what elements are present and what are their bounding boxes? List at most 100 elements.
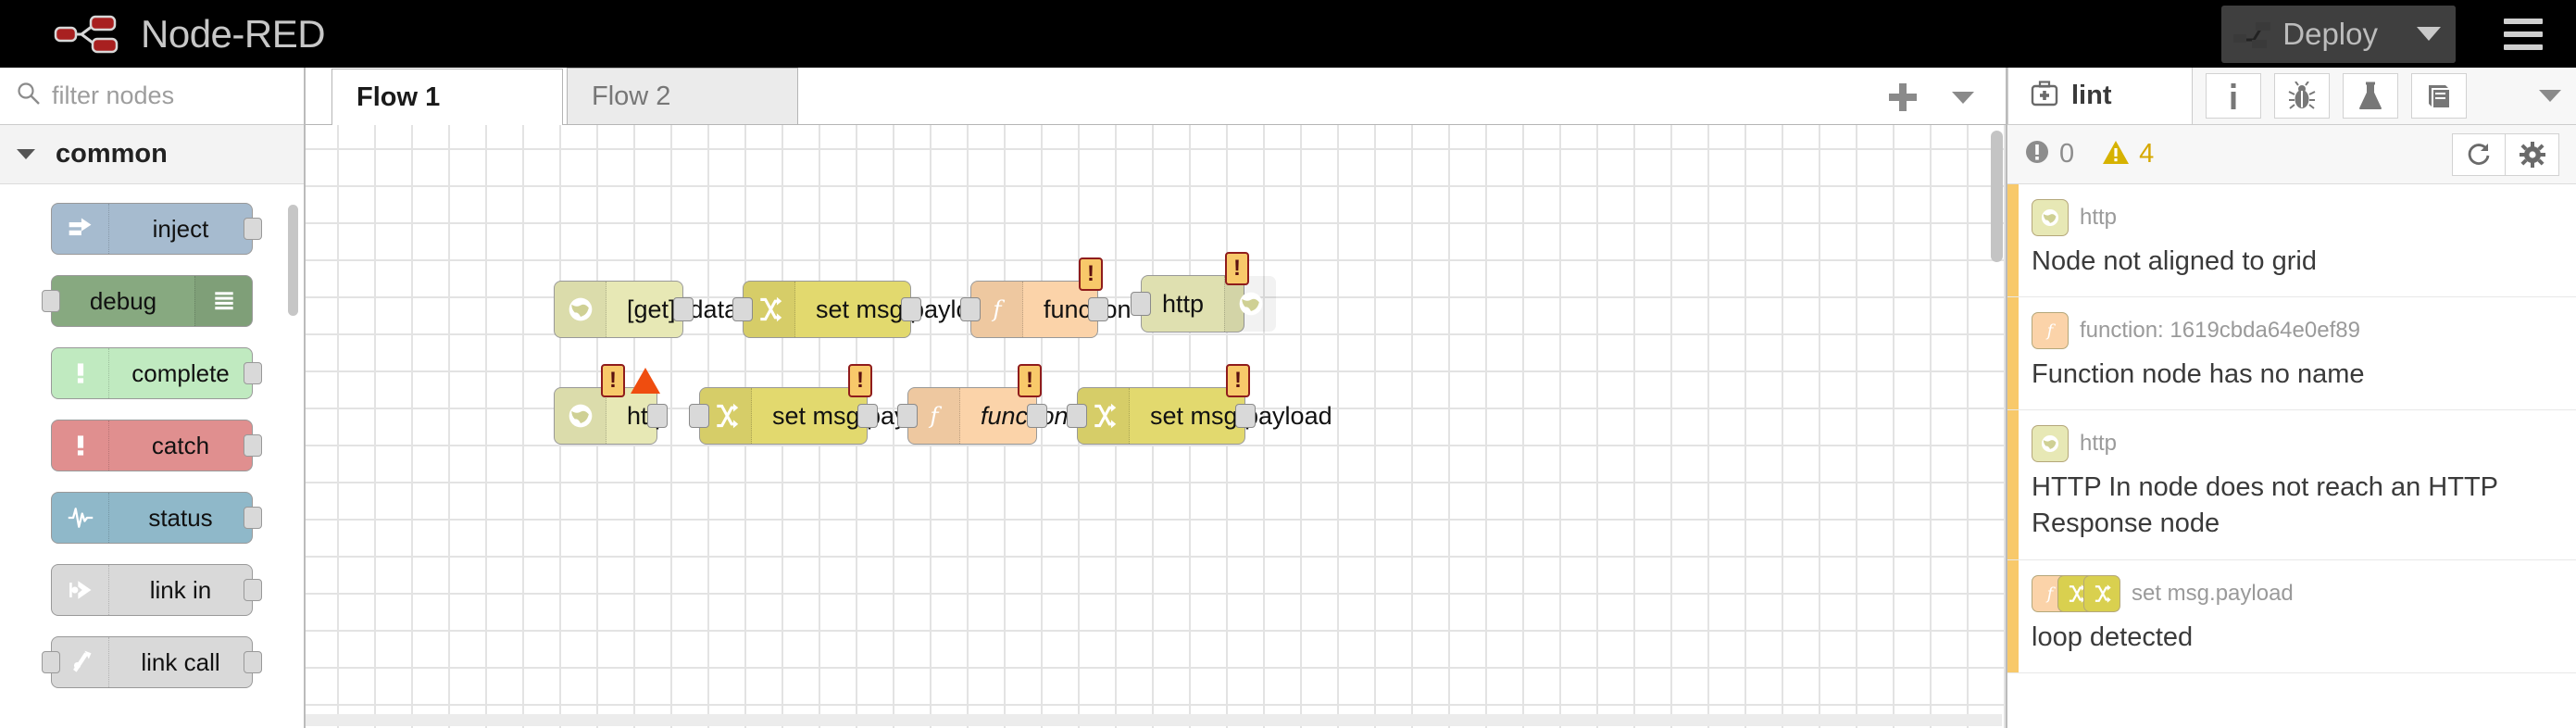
palette-node-label: complete (131, 358, 230, 387)
palette-search[interactable] (0, 68, 304, 125)
refresh-icon (2468, 143, 2490, 165)
sidebar-tab-debug[interactable] (2274, 73, 2330, 119)
filter-nodes-input[interactable] (52, 82, 287, 110)
link-call-icon (72, 650, 91, 672)
flow-node-n5[interactable]: http! (554, 364, 669, 445)
node-warning-badge-icon[interactable]: ! (1079, 257, 1103, 291)
sidebar-tab-info[interactable] (2206, 73, 2261, 119)
node-warning-badge-icon[interactable]: ! (1225, 252, 1249, 285)
flow-node-n1[interactable]: [get] /data (554, 281, 738, 338)
lint-warning-count: 4 (2102, 139, 2154, 169)
sidebar-menu-button[interactable] (2539, 90, 2561, 102)
node-warning-badge-icon[interactable]: ! (1226, 364, 1250, 397)
node-output-port[interactable] (244, 434, 262, 457)
palette-node-inject[interactable]: inject (51, 203, 262, 255)
node-input-port[interactable] (1131, 292, 1151, 316)
globe-icon (2032, 199, 2069, 236)
node-output-port[interactable] (244, 362, 262, 384)
node-input-port[interactable] (689, 404, 709, 428)
inject-arrow-icon (69, 218, 91, 236)
palette-scrollbar[interactable] (288, 205, 298, 316)
node-input-port[interactable] (732, 297, 753, 321)
flow-tab-flow-1[interactable]: Flow 1 (331, 69, 563, 125)
flow-node-n2[interactable]: set msg.payload (732, 281, 998, 338)
deploy-dropdown-button[interactable] (2402, 5, 2456, 63)
exclamation-icon (77, 435, 83, 456)
lint-refresh-button[interactable] (2452, 132, 2506, 176)
brand-name: Node-RED (141, 11, 326, 56)
function-icon: f (991, 295, 1005, 322)
palette-node-link-call[interactable]: link call (42, 636, 262, 688)
flow-tab-flow-2[interactable]: Flow 2 (567, 68, 798, 124)
svg-text:f: f (928, 402, 942, 429)
node-input-port[interactable] (897, 404, 918, 428)
sidebar-tab-label: lint (2071, 81, 2112, 110)
palette-node-catch[interactable]: catch (51, 420, 262, 471)
debug-lines-icon (214, 292, 233, 310)
add-flow-button[interactable] (1889, 83, 1917, 111)
node-output-port[interactable] (901, 297, 921, 321)
svg-text:f: f (2045, 321, 2057, 341)
canvas-vertical-scrollbar[interactable] (1991, 131, 2003, 262)
canvas-horizontal-scrollbar[interactable] (306, 714, 2002, 726)
node-input-port[interactable] (1067, 404, 1087, 428)
node-input-port[interactable] (42, 290, 60, 312)
node-output-port[interactable] (1027, 404, 1047, 428)
sidebar-tab-help[interactable] (2411, 73, 2467, 119)
change-icon (759, 296, 782, 322)
node-output-port[interactable] (1235, 404, 1256, 428)
node-output-port[interactable] (244, 579, 262, 601)
lint-item-message: Function node has no name (2032, 359, 2365, 390)
node-error-triangle-icon (631, 368, 660, 394)
node-output-port[interactable] (244, 507, 262, 529)
sidebar-tab-lint[interactable]: lint (2007, 68, 2193, 124)
exclamation-icon (77, 363, 83, 383)
lint-item-node-name: http (2080, 205, 2118, 230)
deploy-button[interactable]: Deploy (2221, 5, 2456, 63)
main-menu-button[interactable] (2498, 13, 2548, 56)
node-output-port[interactable] (647, 404, 668, 428)
node-output-port[interactable] (673, 297, 694, 321)
node-warning-badge-icon[interactable]: ! (848, 364, 872, 397)
change-icon (2095, 584, 2111, 603)
flow-node-n4[interactable]: http! (1131, 252, 1277, 333)
node-output-port[interactable] (857, 404, 878, 428)
flow-menu-button[interactable] (1952, 91, 1974, 104)
search-icon (17, 82, 41, 110)
lint-warning-count-value: 4 (2139, 139, 2155, 169)
sidebar-tab-test[interactable] (2343, 73, 2398, 119)
node-output-port[interactable] (244, 651, 262, 673)
brand: Node-RED (0, 11, 326, 56)
lint-item-node-name: function: 1619cbda64e0ef89 (2080, 318, 2360, 344)
palette-node-debug[interactable]: debug (42, 275, 253, 327)
node-warning-badge-icon[interactable]: ! (601, 364, 625, 397)
node-output-port[interactable] (244, 218, 262, 240)
change-icon (716, 403, 738, 429)
flow-node-n6[interactable]: set msg.payload! (689, 364, 955, 445)
node-warning-badge-icon[interactable]: ! (1018, 364, 1042, 397)
node-palette: common inject debug complete catch status lin… (0, 68, 306, 728)
right-sidebar: lint (2006, 68, 2576, 728)
lint-item-node-icons: f (2032, 312, 2069, 350)
palette-node-link-in[interactable]: link in (51, 564, 262, 616)
lint-settings-button[interactable] (2506, 132, 2559, 176)
change-icon (1094, 403, 1116, 429)
palette-category-common[interactable]: common (0, 125, 304, 184)
node-input-port[interactable] (960, 297, 981, 321)
palette-node-label: status (148, 503, 213, 532)
node-output-port[interactable] (1088, 297, 1108, 321)
palette-node-status[interactable]: status (51, 492, 262, 544)
function-icon: f (2045, 584, 2057, 603)
palette-node-complete[interactable]: complete (51, 347, 262, 399)
node-input-port[interactable] (42, 651, 60, 673)
flow-node-n8[interactable]: set msg.payload! (1067, 364, 1332, 445)
